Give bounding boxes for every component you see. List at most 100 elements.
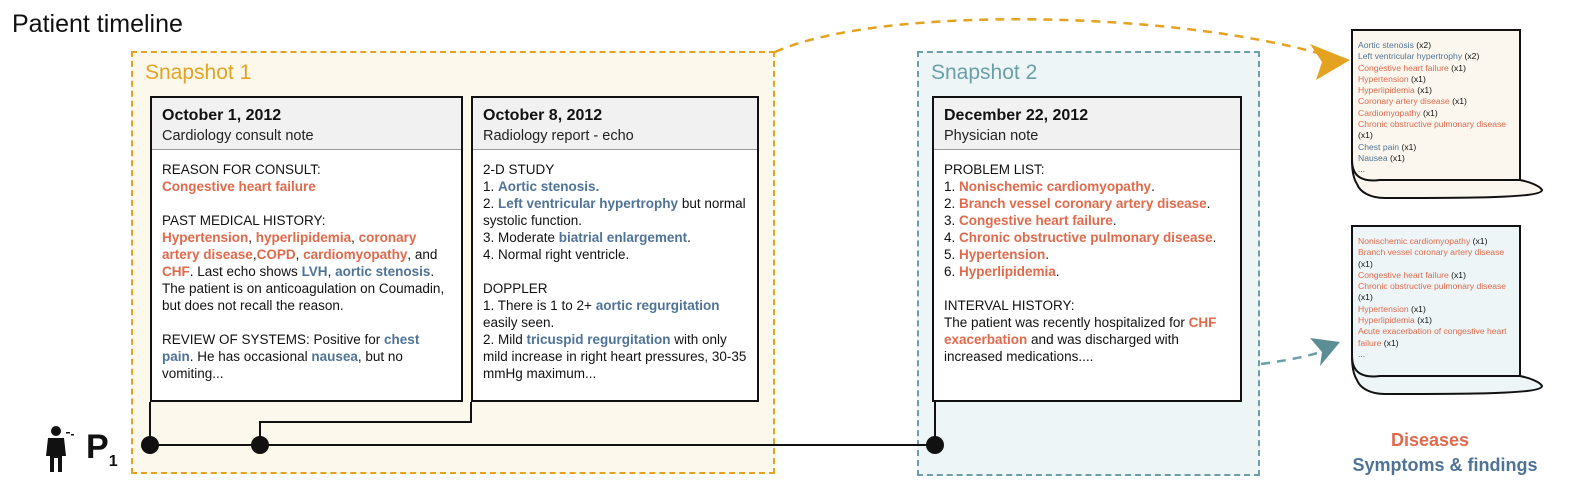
note-date: October 8, 2012	[483, 107, 603, 124]
summary-item: Aortic stenosis (x2)	[1358, 40, 1518, 51]
disease-mention: Congestive heart failure	[162, 179, 316, 194]
note-text: 3.	[944, 213, 960, 228]
patient-subscript: 1	[108, 452, 118, 470]
symptom-mention: Aortic stenosis.	[498, 179, 600, 194]
symptom-mention: Chest pain	[1358, 141, 1400, 152]
mention-count: (x1)	[1381, 337, 1399, 348]
disease-mention: Branch vessel coronary artery disease	[959, 196, 1207, 211]
note-text: The patient was recently hospitalized fo…	[944, 315, 1189, 330]
note-text: ,	[252, 247, 257, 262]
disease-mention: coronary artery disease	[162, 230, 417, 262]
mention-count: (x1)	[1414, 85, 1433, 96]
summary-item: Acute exacerbation of congestive heart f…	[1358, 326, 1518, 349]
symptom-mention: aortic stenosis	[335, 264, 431, 279]
summary-item: Hyperlipidemia (x1)	[1358, 85, 1518, 96]
note-text: 4. Normal right ventricle.	[483, 247, 630, 262]
disease-mention: Hyperlipidemia	[959, 264, 1056, 279]
list-item: 3. Congestive heart failure.	[944, 212, 1230, 229]
note-text: ,	[327, 264, 336, 279]
summary-item: Left ventricular hypertrophy (x2)	[1358, 51, 1518, 62]
snapshot-2-summary-arrow	[1260, 348, 1327, 366]
note-section: REVIEW OF SYSTEMS: Positive for chest pa…	[162, 331, 451, 382]
disease-mention: Congestive heart failure	[1358, 269, 1449, 280]
summary-more: ...	[1358, 164, 1366, 175]
note-text: .	[1055, 264, 1060, 279]
mention-count: (x1)	[1448, 62, 1466, 73]
note2-connector	[259, 402, 472, 445]
section-heading: PAST MEDICAL HISTORY:	[162, 213, 326, 228]
symptom-mention: chest pain	[162, 332, 420, 364]
section-content: Congestive heart failure	[162, 178, 451, 195]
disease-mention: COPD	[256, 247, 296, 262]
disease-mention: Chronic obstructive pulmonary disease	[1358, 119, 1507, 130]
note-text: ,	[248, 230, 256, 245]
disease-mention: Congestive heart failure	[1358, 62, 1449, 73]
summary-item: Chronic obstructive pulmonary disease (x…	[1358, 281, 1518, 304]
note-text: 1.	[944, 179, 960, 194]
list-item: 3. Moderate biatrial enlargement.	[483, 229, 747, 246]
note-date: October 1, 2012	[162, 107, 282, 124]
mention-count: (x1)	[1358, 130, 1373, 141]
note-text: . The patient is on anticoagulation on C…	[162, 264, 445, 313]
summary-scroll-1	[1351, 29, 1544, 200]
symptom-mention: nausea	[311, 349, 358, 364]
note-text: REVIEW OF SYSTEMS: Positive for	[162, 332, 385, 347]
legend-diseases: Diseases	[1390, 430, 1470, 450]
summary-list-1: Aortic stenosis (x2)Left ventricular hyp…	[1358, 40, 1518, 176]
note-text: ,	[295, 247, 304, 262]
disease-mention: Nonischemic cardiomyopathy	[1358, 236, 1471, 246]
section-heading: REASON FOR CONSULT:	[162, 162, 321, 177]
list-item: 2. Mild tricuspid regurgitation with onl…	[483, 331, 747, 382]
patient-id: P	[86, 428, 109, 466]
disease-mention: Hypertension	[162, 230, 249, 245]
section-heading: PROBLEM LIST:	[944, 162, 1045, 177]
note-text: .	[1206, 196, 1211, 211]
summary-item: Hypertension (x1)	[1358, 304, 1518, 315]
arrow-icon	[1310, 44, 1350, 80]
arrow-icon	[1310, 338, 1340, 366]
note-text: 5.	[944, 247, 960, 262]
summary-item: Congestive heart failure (x1)	[1358, 270, 1518, 281]
timeline-event-dot	[141, 436, 159, 454]
disease-mention: Acute exacerbation of congestive heart f…	[1358, 326, 1507, 348]
summary-item: Branch vessel coronary artery disease (x…	[1358, 247, 1518, 270]
summary-item: Chronic obstructive pulmonary disease (x…	[1358, 119, 1518, 142]
patient-label: P1	[86, 428, 118, 471]
note-text: .	[1151, 179, 1155, 194]
mention-count: (x1)	[1420, 107, 1438, 118]
mention-count: (x1)	[1449, 96, 1467, 107]
section-heading: 2-D STUDY	[483, 162, 555, 177]
note-text: easily seen.	[483, 315, 555, 330]
snapshot-2-label: Snapshot 2	[931, 61, 1038, 84]
mention-count: (x1)	[1408, 303, 1426, 314]
note-card: October 8, 2012 Radiology report - echo …	[471, 96, 759, 402]
note-text: and was discharged with increased medica…	[944, 332, 1179, 364]
note-text: .	[1212, 230, 1217, 245]
note-text: . Last echo shows	[189, 264, 302, 279]
disease-mention: Cardiomyopathy	[1358, 107, 1421, 118]
symptom-mention: tricuspid regurgitation	[526, 332, 671, 347]
note-section: INTERVAL HISTORY:The patient was recentl…	[944, 297, 1230, 365]
disease-mention: Hyperlipidemia	[1358, 85, 1415, 96]
disease-mention: Chronic obstructive pulmonary disease	[959, 230, 1213, 245]
note-type: Physician note	[944, 128, 1039, 144]
note-text: 1.	[483, 179, 499, 194]
note-section: PAST MEDICAL HISTORY:Hypertension, hyper…	[162, 212, 451, 314]
summary-item: Cardiomyopathy (x1)	[1358, 108, 1518, 119]
disease-mention: Nonischemic cardiomyopathy	[959, 179, 1152, 194]
disease-mention: cardiomyopathy	[303, 247, 408, 262]
list-item: 2. Branch vessel coronary artery disease…	[944, 195, 1230, 212]
note-text: .	[1112, 213, 1117, 228]
mention-count: (x1)	[1358, 292, 1373, 303]
note-text: 6.	[944, 264, 960, 279]
symptom-mention: Left ventricular hypertrophy	[498, 196, 679, 211]
disease-mention: CHF exacerbation	[944, 315, 1217, 347]
summary-more: ...	[1358, 348, 1366, 359]
summary-item: Coronary artery disease (x1)	[1358, 96, 1518, 107]
summary-item: Congestive heart failure (x1)	[1358, 63, 1518, 74]
note-text: 2.	[483, 196, 499, 211]
timeline-event-dot	[926, 436, 944, 454]
note-header: October 1, 2012 Cardiology consult note	[152, 98, 461, 150]
note-header: December 22, 2012 Physician note	[934, 98, 1240, 150]
